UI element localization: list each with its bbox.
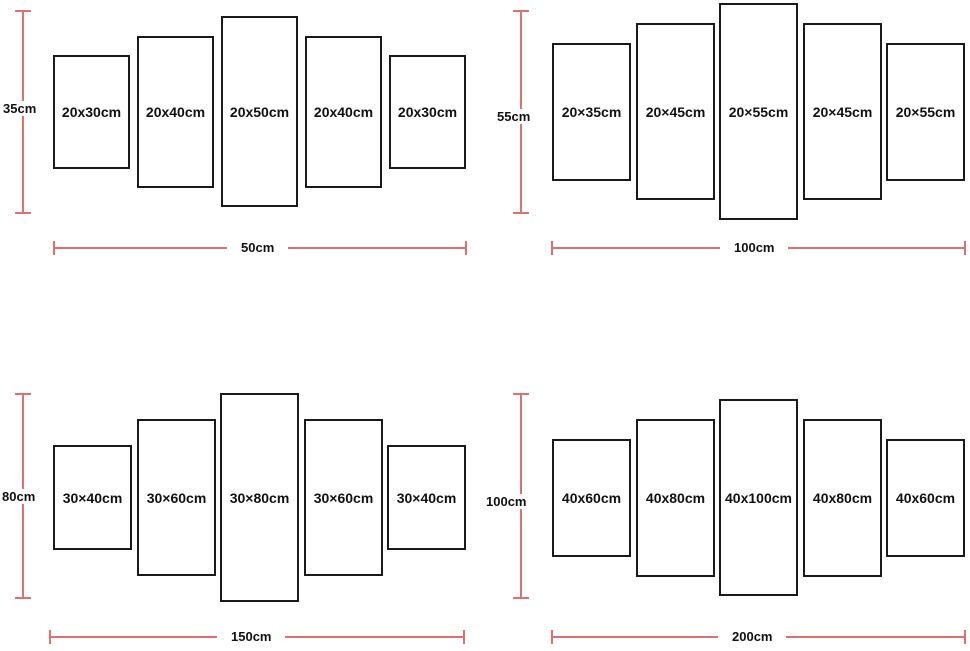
height-dimension-cap-bottom bbox=[513, 597, 529, 599]
canvas-panel-5: 20x30cm bbox=[389, 55, 466, 169]
height-dimension-cap-bottom bbox=[15, 212, 31, 214]
width-label: 100cm bbox=[720, 240, 789, 255]
canvas-panel-2: 20x40cm bbox=[137, 36, 214, 188]
canvas-panel-3: 20×55cm bbox=[719, 3, 798, 220]
canvas-panel-2: 30×60cm bbox=[137, 419, 216, 576]
width-dimension-cap-right bbox=[964, 630, 966, 644]
panel-size-label: 20×45cm bbox=[645, 103, 706, 120]
panel-size-label: 20x40cm bbox=[145, 104, 206, 120]
panel-size-label: 30×60cm bbox=[146, 489, 207, 506]
height-label: 80cm bbox=[2, 489, 36, 504]
width-label: 50cm bbox=[227, 240, 289, 255]
panel-size-label: 40x80cm bbox=[812, 490, 873, 506]
panel-size-label: 40x100cm bbox=[725, 489, 792, 506]
panel-size-label: 20x50cm bbox=[229, 103, 290, 120]
panel-size-label: 20x30cm bbox=[397, 104, 458, 120]
canvas-panel-1: 40x60cm bbox=[552, 439, 631, 557]
panel-size-label: 20x30cm bbox=[61, 104, 122, 120]
panel-size-label: 20x40cm bbox=[313, 104, 374, 120]
panel-size-label: 20×45cm bbox=[812, 103, 873, 120]
width-label: 200cm bbox=[718, 629, 787, 644]
canvas-panel-2: 40x80cm bbox=[636, 419, 715, 577]
panel-size-label: 40x80cm bbox=[645, 490, 706, 506]
canvas-panel-4: 30×60cm bbox=[304, 419, 383, 576]
canvas-panel-4: 40x80cm bbox=[803, 419, 882, 577]
canvas-panel-1: 20x30cm bbox=[53, 55, 130, 169]
width-dimension-cap-right bbox=[465, 241, 467, 255]
height-label: 35cm bbox=[3, 101, 37, 116]
canvas-panel-5: 20×55cm bbox=[886, 43, 965, 181]
height-dimension-cap-bottom bbox=[513, 212, 529, 214]
canvas-panel-3: 30×80cm bbox=[220, 393, 299, 602]
width-dimension-cap-right bbox=[964, 241, 966, 255]
panel-size-label: 20×55cm bbox=[728, 103, 789, 120]
panel-size-label: 20×35cm bbox=[561, 104, 622, 120]
canvas-panel-5: 30×40cm bbox=[387, 445, 466, 550]
height-label: 55cm bbox=[497, 109, 531, 124]
width-label: 150cm bbox=[217, 629, 286, 644]
height-dimension-cap-bottom bbox=[15, 597, 31, 599]
height-label: 100cm bbox=[486, 494, 527, 509]
canvas-panel-1: 20×35cm bbox=[552, 43, 631, 181]
canvas-panel-4: 20x40cm bbox=[305, 36, 382, 188]
panel-size-label: 30×80cm bbox=[229, 489, 290, 506]
width-dimension-cap-right bbox=[463, 630, 465, 644]
panel-size-label: 20×55cm bbox=[895, 104, 956, 120]
panel-size-label: 40x60cm bbox=[561, 490, 622, 506]
canvas-panel-3: 40x100cm bbox=[719, 399, 798, 596]
panel-size-label: 30×40cm bbox=[396, 489, 457, 506]
canvas-panel-3: 20x50cm bbox=[221, 16, 298, 207]
canvas-panel-2: 20×45cm bbox=[636, 23, 715, 200]
panel-size-label: 30×60cm bbox=[313, 489, 374, 506]
canvas-panel-1: 30×40cm bbox=[53, 445, 132, 550]
canvas-panel-5: 40x60cm bbox=[886, 439, 965, 557]
panel-size-label: 30×40cm bbox=[62, 489, 123, 506]
panel-size-label: 40x60cm bbox=[895, 490, 956, 506]
canvas-panel-4: 20×45cm bbox=[803, 23, 882, 200]
